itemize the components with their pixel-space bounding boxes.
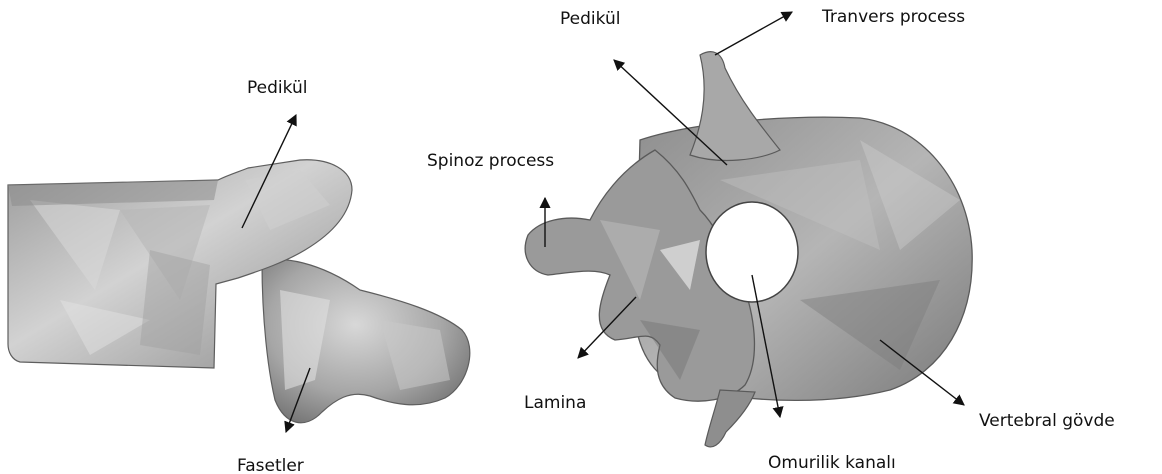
inferior-process-shape <box>704 389 756 448</box>
label-spinal-canal: Omurilik kanalı <box>768 453 896 473</box>
label-lamina: Lamina <box>524 393 586 413</box>
annotation-arrows <box>241 11 965 434</box>
label-top-pedicle: Pedikül <box>560 9 620 29</box>
arrow-vertebral-body <box>879 339 965 406</box>
label-spinous-process: Spinoz process <box>427 151 554 171</box>
annotation-labels: Pedikül Fasetler Pedikül Tranvers proces… <box>237 7 1115 474</box>
label-facets: Fasetler <box>237 456 304 474</box>
axial-vertebra-model <box>524 51 973 448</box>
arrow-spinal-canal <box>751 274 784 419</box>
lateral-vertebra-model <box>7 159 471 424</box>
arrow-lamina <box>577 296 637 359</box>
arrow-top-pedicle <box>613 59 728 166</box>
arrow-lateral-pedicle <box>241 113 297 229</box>
label-lateral-pedicle: Pedikül <box>247 78 307 98</box>
arrow-transverse-process <box>714 11 793 56</box>
label-transverse-process: Tranvers process <box>821 7 965 27</box>
transverse-process-shape <box>689 51 781 162</box>
arrow-facets <box>284 367 311 434</box>
spinal-canal-shape <box>705 201 799 303</box>
label-vertebral-body: Vertebral gövde <box>979 411 1115 431</box>
